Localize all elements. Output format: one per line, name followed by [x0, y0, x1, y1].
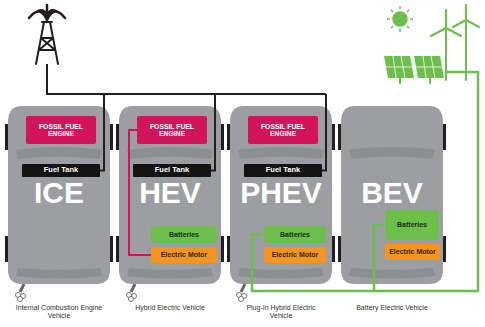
- rear-window: [16, 268, 102, 279]
- vehicle-type-label: HEV: [119, 178, 221, 208]
- vehicle-caption: Internal Combustion Engine Vehicle: [14, 304, 104, 320]
- vehicle-type-label: ICE: [8, 178, 110, 208]
- vehicle-body: ICE FOSSIL FUEL ENGINE Fuel Tank: [8, 106, 110, 284]
- vehicle-caption: Hybrid Electric Vehicle: [125, 304, 215, 312]
- vehicle-body: PHEV FOSSIL FUEL ENGINE Fuel TankBatteries…: [230, 106, 332, 284]
- sun-icon: [387, 6, 413, 32]
- box-label: Fuel Tank: [44, 166, 78, 174]
- windshield: [16, 147, 102, 159]
- exhaust-icons: [16, 284, 247, 302]
- vehicle-type-label: PHEV: [230, 178, 332, 208]
- vehicle-caption: Plug-In Hybrid Electric Vehicle: [236, 304, 326, 320]
- car-body: [230, 106, 332, 284]
- car-body: [341, 106, 443, 284]
- vehicle-caption: Battery Electric Vehicle: [347, 304, 437, 312]
- vehicle-type-label: BEV: [341, 178, 443, 208]
- electric-supply-line: [252, 72, 478, 291]
- windshield: [349, 147, 435, 159]
- fuel-tank-box: Fuel Tank: [133, 164, 211, 177]
- engine-box: FOSSIL FUEL ENGINE: [137, 116, 207, 144]
- battery-box: Batteries: [385, 210, 439, 240]
- rear-window: [127, 268, 213, 279]
- box-label: Batteries: [397, 221, 427, 229]
- vehicle-body: BEV BatteriesElectric Motor: [341, 106, 443, 284]
- windshield: [127, 147, 213, 159]
- box-label: FOSSIL FUEL ENGINE: [251, 123, 315, 138]
- vehicle-body: HEV FOSSIL FUEL ENGINE Fuel TankBatteriesE…: [119, 106, 221, 284]
- power-link: [129, 130, 151, 255]
- engine-box: FOSSIL FUEL ENGINE: [26, 116, 96, 144]
- car-body: [119, 106, 221, 284]
- engine-box: FOSSIL FUEL ENGINE: [248, 116, 318, 144]
- rear-window: [349, 268, 435, 279]
- motor-box: Electric Motor: [264, 247, 326, 263]
- battery-box: Batteries: [264, 226, 326, 243]
- box-label: Batteries: [169, 231, 199, 239]
- rear-window: [238, 268, 324, 279]
- box-label: Fuel Tank: [155, 166, 189, 174]
- box-label: FOSSIL FUEL ENGINE: [29, 123, 93, 138]
- box-label: Electric Motor: [272, 251, 319, 259]
- fuel-tank-box: Fuel Tank: [244, 164, 322, 177]
- fuel-tank-box: Fuel Tank: [22, 164, 100, 177]
- oil-derrick: [29, 5, 65, 64]
- battery-box: Batteries: [151, 226, 217, 243]
- windshield: [238, 147, 324, 159]
- wind-turbines: [431, 5, 479, 80]
- box-label: Fuel Tank: [266, 166, 300, 174]
- motor-box: Electric Motor: [385, 244, 440, 260]
- solar-panels: [384, 56, 444, 84]
- box-label: Electric Motor: [161, 251, 208, 259]
- motor-box: Electric Motor: [151, 247, 217, 263]
- car-body: [8, 106, 110, 284]
- box-label: Batteries: [280, 231, 310, 239]
- box-label: FOSSIL FUEL ENGINE: [140, 123, 204, 138]
- fuel-supply-line: [47, 64, 326, 171]
- box-label: Electric Motor: [389, 248, 436, 256]
